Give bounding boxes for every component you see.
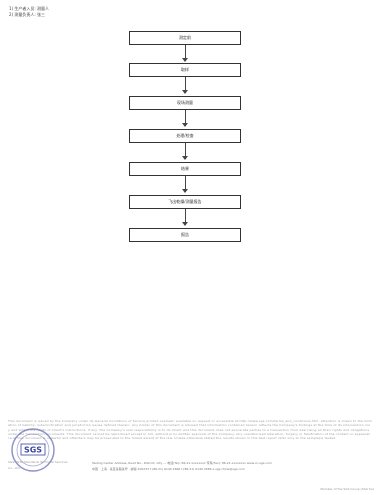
footer-address-line-2: 中国 · 上海 · 某区某路某号 · 邮编 200233 t (86-21) 6… xyxy=(92,467,245,471)
svg-text:SGS: SGS xyxy=(24,446,42,455)
company-name-line-2: Co., Ltd. xyxy=(8,466,21,470)
flow-step-4: 处理/检查 xyxy=(129,129,241,143)
flow-arrow-3 xyxy=(182,110,188,127)
flow-arrow-1 xyxy=(182,45,188,62)
flow-arrow-2 xyxy=(182,77,188,94)
document-footer: Testing Center Address, Road No., Distri… xyxy=(92,460,377,472)
company-name-line-1: SGS-CSTC Standards Technical Services xyxy=(8,460,68,464)
flow-step-3: 现场测量 xyxy=(129,96,241,110)
flow-arrow-4 xyxy=(182,143,188,160)
flow-arrow-6 xyxy=(182,209,188,226)
company-name-note: SGS-CSTC Standards Technical Services Co… xyxy=(8,459,67,471)
flow-arrow-5 xyxy=(182,176,188,193)
process-flowchart: 测定前 取样 现场测量 处理/检查 结果 飞出乾燥/测量报告 报告 xyxy=(129,31,241,242)
flow-step-6: 飞出乾燥/测量报告 xyxy=(129,195,241,209)
footer-address-line-1: Testing Center Address, Road No., Distri… xyxy=(92,461,272,465)
header-line-1: 1) 生产者入员: 测量人 xyxy=(9,6,49,11)
flow-step-7: 报告 xyxy=(129,228,241,242)
header-line-2: 2) 测量负责人: 张三 xyxy=(9,12,45,17)
flow-step-1: 测定前 xyxy=(129,31,241,45)
flow-step-5: 结果 xyxy=(129,162,241,176)
legal-disclaimer: This document is issued by the Company u… xyxy=(8,419,372,441)
flow-step-2: 取样 xyxy=(129,63,241,77)
group-membership-note: Member of the SGS Group (SGS SA) xyxy=(320,487,374,491)
sgs-stamp-logo: SGS xyxy=(11,428,55,472)
document-header: 1) 生产者入员: 测量人 2) 测量负责人: 张三 xyxy=(9,6,49,18)
